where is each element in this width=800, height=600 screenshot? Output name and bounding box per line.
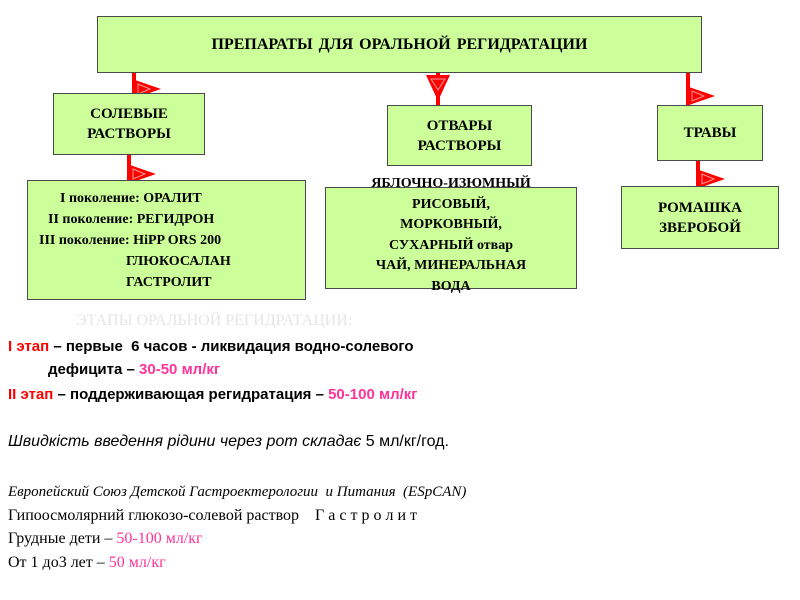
generation-1: I поколение: ОРАЛИТ: [60, 191, 202, 206]
category-herbs-label: ТРАВЫ: [683, 125, 737, 141]
stage-1-text2: дефицита –: [48, 361, 140, 378]
decoction-item: СУХАРНЫЙ отвар: [388, 237, 514, 253]
salt-details-box: I поколение: ОРАЛИТ II поколение: РЕГИДР…: [27, 180, 306, 300]
connector-salt-details: [127, 155, 131, 180]
herb-details-box: РОМАШКА ЗВЕРОБОЙ: [621, 186, 779, 249]
category-salt-line1: СОЛЕВЫЕ: [90, 106, 168, 122]
decoction-item: ЧАЙ, МИНЕРАЛЬНАЯ: [375, 258, 527, 273]
stages-heading: ЭТАПЫ ОРАЛЬНОЙ РЕГИДРАТАЦИИ:: [76, 312, 353, 329]
espcan-org: Европейский Союз Детской Гастроектеролог…: [8, 484, 467, 500]
category-decoctions-line2: РАСТВОРЫ: [417, 137, 502, 154]
product-gastrolit: ГАСТРОЛИТ: [126, 275, 212, 290]
category-decoctions-line1: ОТВАРЫ: [426, 117, 493, 134]
stage-1-label: I этап: [8, 338, 50, 355]
stage-1-cont: дефицита – 30-50 мл/кг: [48, 361, 220, 378]
decoction-item: РИСОВЫЙ,: [412, 196, 490, 212]
espcan-toddlers-value: 50 мл/кг: [108, 554, 166, 571]
stage-2-label: II этап: [8, 386, 54, 403]
category-salt-line2: РАСТВОРЫ: [87, 126, 171, 142]
category-herbs: ТРАВЫ: [657, 105, 763, 161]
arrow-right-icon: [689, 87, 715, 105]
decoction-item: МОРКОВНЫЙ,: [400, 217, 502, 232]
speed-note-value: 5 мл/кг/год.: [365, 433, 449, 450]
espcan-infants-value: 50-100 мл/кг: [116, 530, 203, 547]
espcan-infants-label: Грудные дети –: [8, 530, 117, 547]
generation-2: II поколение: РЕГИДРОН: [48, 212, 215, 227]
title-box: ПРЕПАРАТЫ ДЛЯ ОРАЛЬНОЙ РЕГИДРАТАЦИИ: [97, 16, 702, 73]
product-glucosalan: ГЛЮКОСАЛАН: [126, 254, 231, 269]
speed-note-text: Швидкість введення рідини через рот скла…: [8, 433, 366, 450]
decoction-details-text: ЯБЛОЧНО-ИЗЮМНЫЙ РИСОВЫЙ, МОРКОВНЫЙ, СУХА…: [325, 174, 577, 297]
stage-1-text: – первые 6 часов - ликвидация водно-соле…: [49, 338, 414, 355]
arrow-right-icon: [699, 170, 725, 188]
arrow-down-icon: [426, 75, 450, 101]
stage-2-text: – поддерживающая регидратация –: [53, 386, 329, 403]
generation-3: III поколение: HiPP ORS 200: [39, 233, 222, 248]
herb-st-johns-wort: ЗВЕРОБОЙ: [659, 219, 741, 236]
connector-herb-details: [696, 161, 700, 186]
stage-2: II этап – поддерживающая регидратация – …: [8, 386, 418, 403]
category-decoctions: ОТВАРЫ РАСТВОРЫ: [387, 105, 532, 166]
speed-note: Швидкість введення рідини через рот скла…: [8, 433, 449, 451]
title-text: ПРЕПАРАТЫ ДЛЯ ОРАЛЬНОЙ РЕГИДРАТАЦИИ: [211, 35, 588, 53]
decoction-details-box: [325, 187, 577, 289]
espcan-solution: Гипоосмолярний глюкозо-солевой раствор Г…: [8, 507, 417, 525]
decoction-item: ЯБЛОЧНО-ИЗЮМНЫЙ: [371, 176, 531, 191]
herb-chamomile: РОМАШКА: [658, 199, 742, 216]
stage-2-value: 50-100 мл/кг: [328, 386, 418, 403]
decoction-item: ВОДА: [431, 278, 471, 294]
espcan-toddlers: От 1 до3 лет – 50 мл/кг: [8, 554, 166, 572]
stage-1-value: 30-50 мл/кг: [139, 361, 221, 378]
espcan-solution-name: Г а с т р о л и т: [315, 507, 418, 524]
connector-salt: [132, 73, 136, 93]
arrow-right-icon: [130, 165, 156, 183]
espcan-solution-text: Гипоосмолярний глюкозо-солевой раствор: [8, 507, 316, 524]
espcan-infants: Грудные дети – 50-100 мл/кг: [8, 530, 203, 548]
connector-herbs: [686, 73, 690, 105]
stage-1: I этап – первые 6 часов - ликвидация вод…: [8, 338, 414, 355]
espcan-toddlers-label: От 1 до3 лет –: [8, 554, 109, 571]
category-salt-solutions: СОЛЕВЫЕ РАСТВОРЫ: [53, 93, 205, 155]
